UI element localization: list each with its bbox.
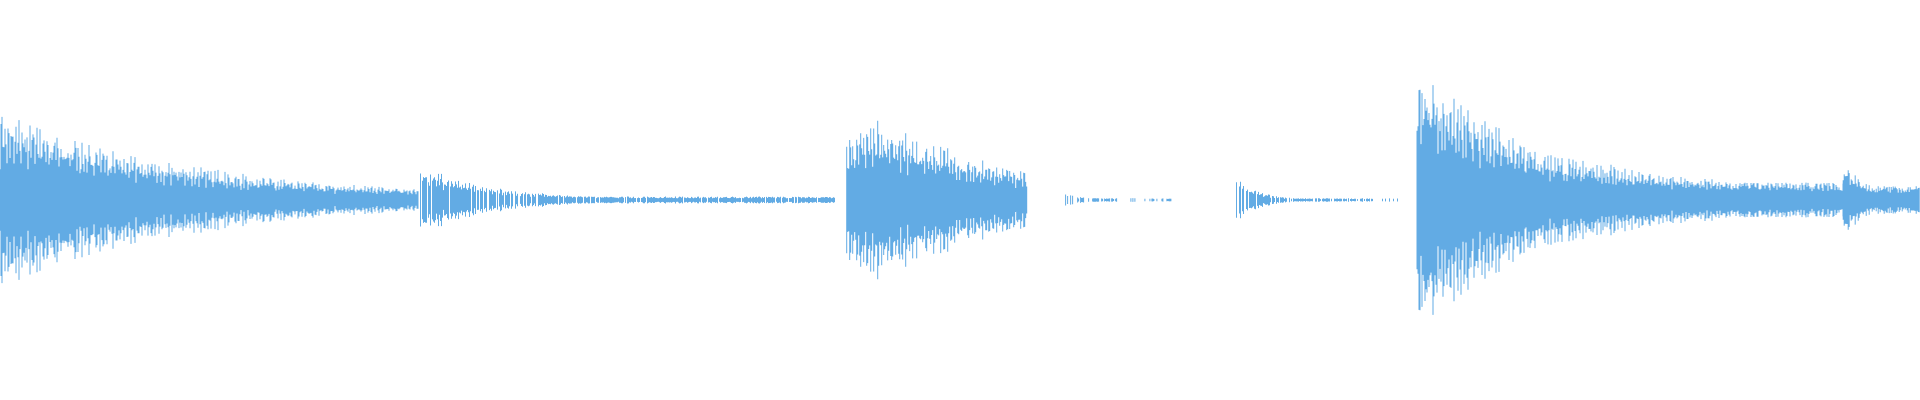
waveform-bars (0, 85, 1920, 315)
waveform-path (0, 85, 1920, 315)
